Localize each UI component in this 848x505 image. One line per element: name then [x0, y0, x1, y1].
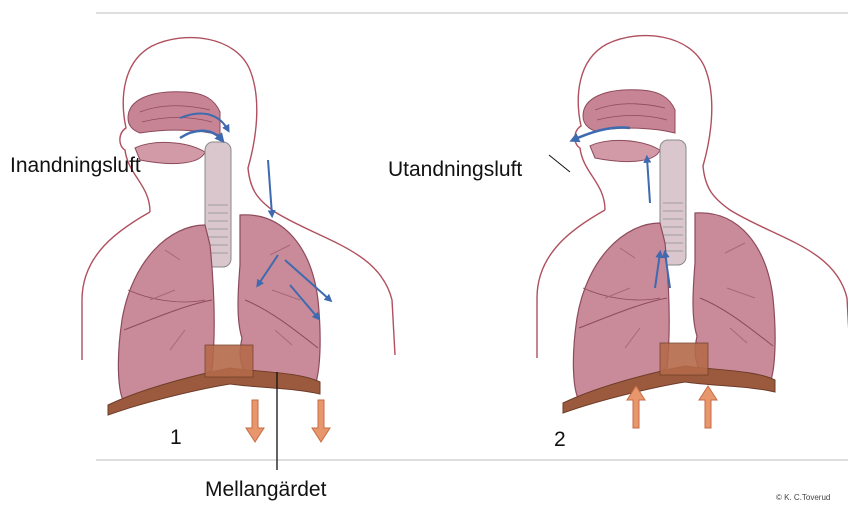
up-arrow-right: [699, 386, 717, 428]
panel-2-number: 2: [554, 428, 566, 452]
diaphragm-label: Mellangärdet: [205, 478, 326, 502]
diaphragm-up-arrows: [627, 386, 717, 428]
down-arrow-right: [312, 400, 330, 442]
exhale-label: Utandningsluft: [388, 158, 522, 182]
inhale-label: Inandningsluft: [10, 154, 141, 178]
panel-1: [82, 38, 395, 442]
diaphragm-down-arrows: [246, 400, 330, 442]
exhale-pointer: [549, 155, 570, 172]
panel-2: [537, 36, 848, 428]
panel-1-number: 1: [170, 426, 182, 450]
exhale-air-arrow: [573, 128, 630, 141]
down-arrow-left: [246, 400, 264, 442]
copyright-credit: © K. C.Toverud: [776, 493, 830, 502]
exhale-trachea-arrow: [647, 158, 650, 203]
